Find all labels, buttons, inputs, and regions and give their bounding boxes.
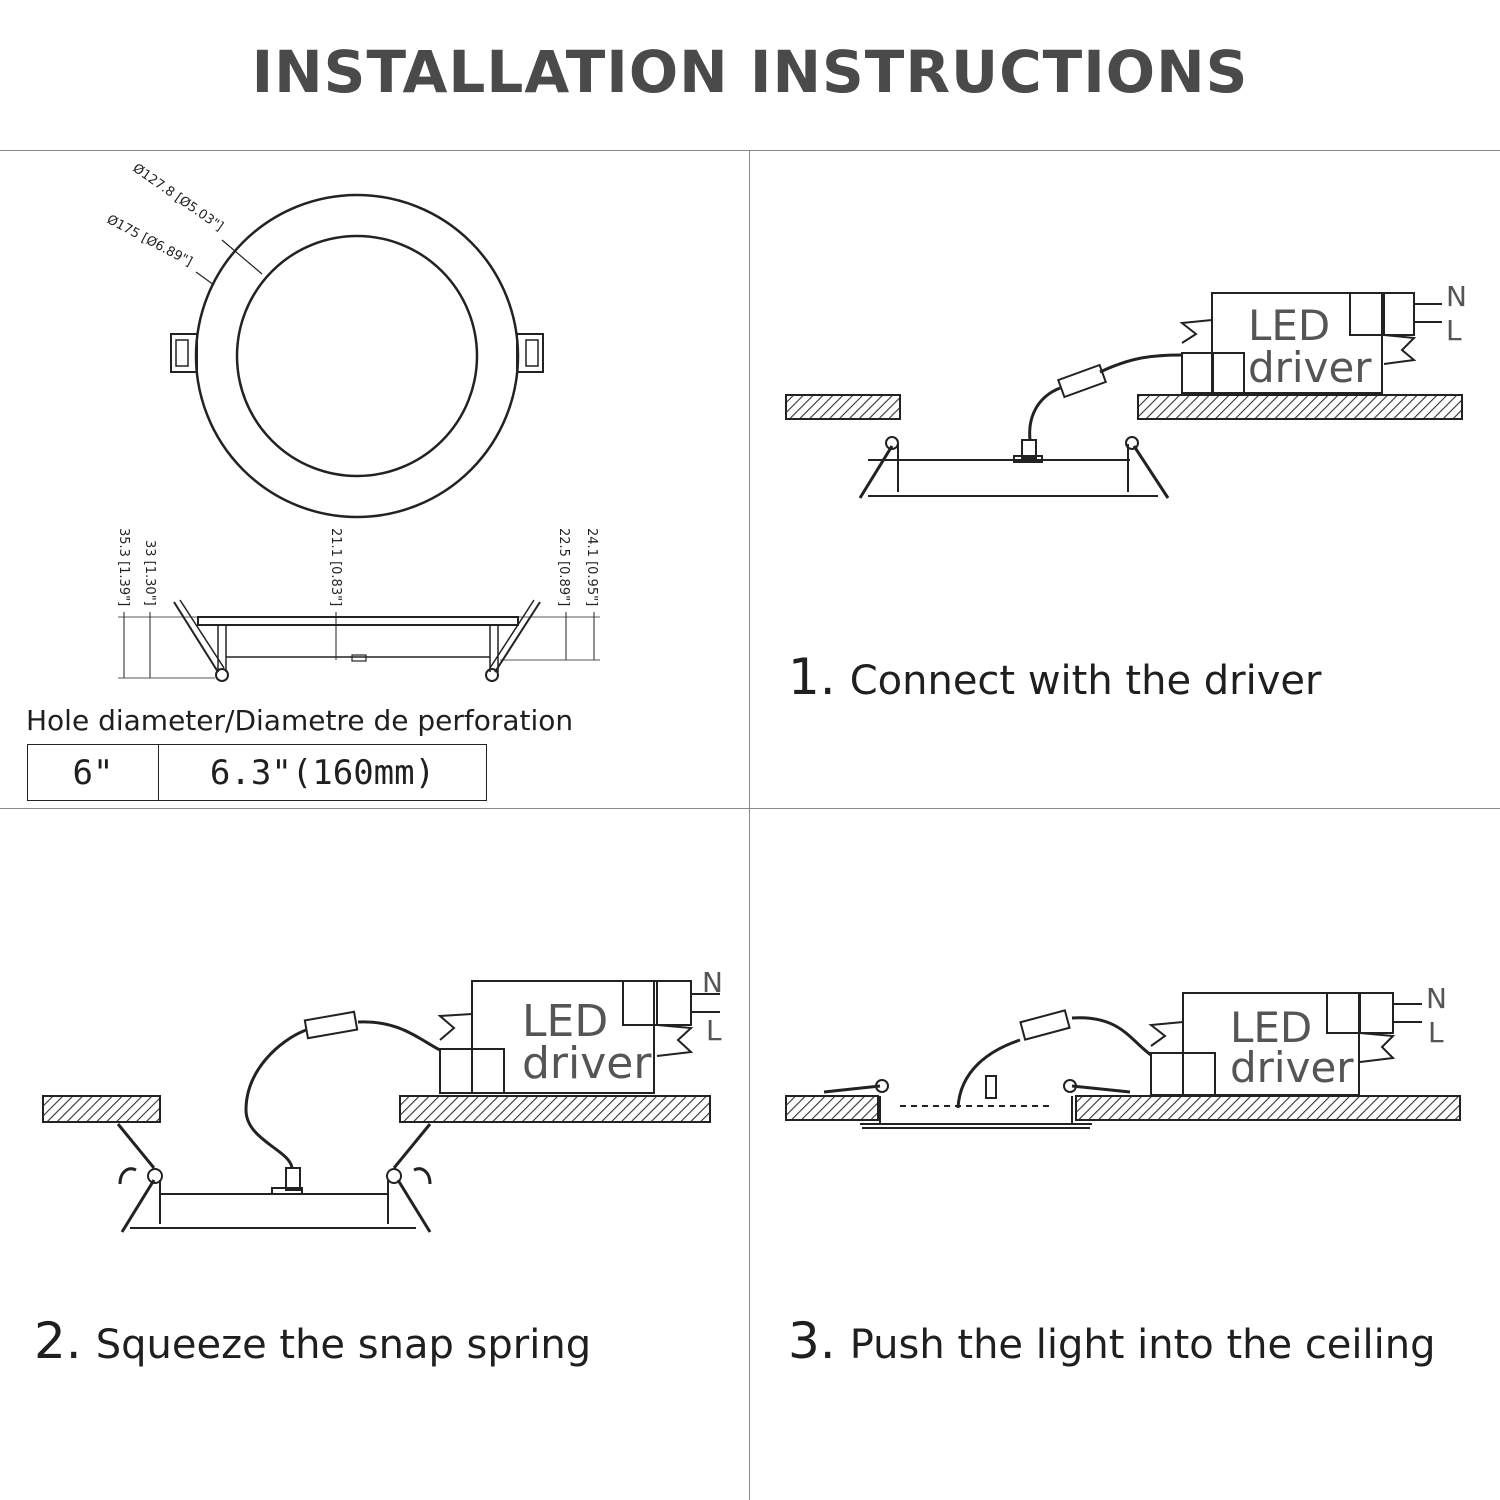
side-view-drawing bbox=[118, 599, 600, 682]
step1-drawing: LED driver N L bbox=[785, 280, 1467, 499]
height-total-label: 35.3 [1.39"] bbox=[116, 528, 131, 606]
hole-size-cell: 6" bbox=[27, 744, 159, 801]
step2-text: Squeeze the snap spring bbox=[95, 1322, 592, 1368]
step3-driver-label-led: LED bbox=[1230, 1003, 1312, 1052]
step1-n-label: N bbox=[1446, 280, 1467, 313]
height-body-label: 21.1 [0.83"] bbox=[328, 528, 343, 606]
step1-text: Connect with the driver bbox=[849, 658, 1322, 704]
step2-l-label: L bbox=[706, 1014, 722, 1047]
step1-number: 1. bbox=[788, 648, 836, 706]
step3-text: Push the light into the ceiling bbox=[849, 1322, 1436, 1368]
outer-diameter-label: Ø127.8 [Ø5.03"] bbox=[130, 161, 226, 235]
step2-caption: 2. Squeeze the snap spring bbox=[34, 1312, 591, 1370]
step3-number: 3. bbox=[788, 1312, 836, 1370]
step3-driver-label-driver: driver bbox=[1230, 1043, 1354, 1092]
inner-diameter-label: Ø175 [Ø6.89"] bbox=[104, 212, 194, 270]
hole-cut-cell: 6.3"(160mm) bbox=[158, 744, 487, 801]
step2-driver-label-driver: driver bbox=[522, 1038, 652, 1089]
step1-caption: 1. Connect with the driver bbox=[788, 648, 1321, 706]
step1-driver-label-driver: driver bbox=[1248, 343, 1372, 392]
center-divider bbox=[749, 150, 750, 1500]
middle-divider bbox=[0, 808, 1500, 809]
height-spring-label: 33 [1.30"] bbox=[142, 540, 157, 606]
top-view-drawing bbox=[170, 193, 544, 519]
page-title: INSTALLATION INSTRUCTIONS bbox=[251, 38, 1249, 106]
top-divider bbox=[0, 150, 1500, 151]
step3-caption: 3. Push the light into the ceiling bbox=[788, 1312, 1436, 1370]
step1-driver-label-led: LED bbox=[1248, 301, 1330, 350]
step2-driver-label-led: LED bbox=[522, 996, 608, 1047]
step1-l-label: L bbox=[1446, 314, 1462, 347]
step2-number: 2. bbox=[34, 1312, 82, 1370]
step3-drawing: LED driver N L bbox=[785, 982, 1461, 1129]
height-a-label: 22.5 [0.89"] bbox=[556, 528, 571, 606]
step3-n-label: N bbox=[1426, 982, 1447, 1015]
step2-drawing: LED driver N L bbox=[42, 966, 723, 1233]
height-b-label: 24.1 [0.95"] bbox=[584, 528, 599, 606]
hole-diameter-table: 6" 6.3"(160mm) bbox=[27, 744, 487, 801]
hole-diameter-label: Hole diameter/Diametre de perforation bbox=[26, 704, 574, 737]
step3-l-label: L bbox=[1428, 1016, 1444, 1049]
step2-n-label: N bbox=[702, 966, 723, 999]
